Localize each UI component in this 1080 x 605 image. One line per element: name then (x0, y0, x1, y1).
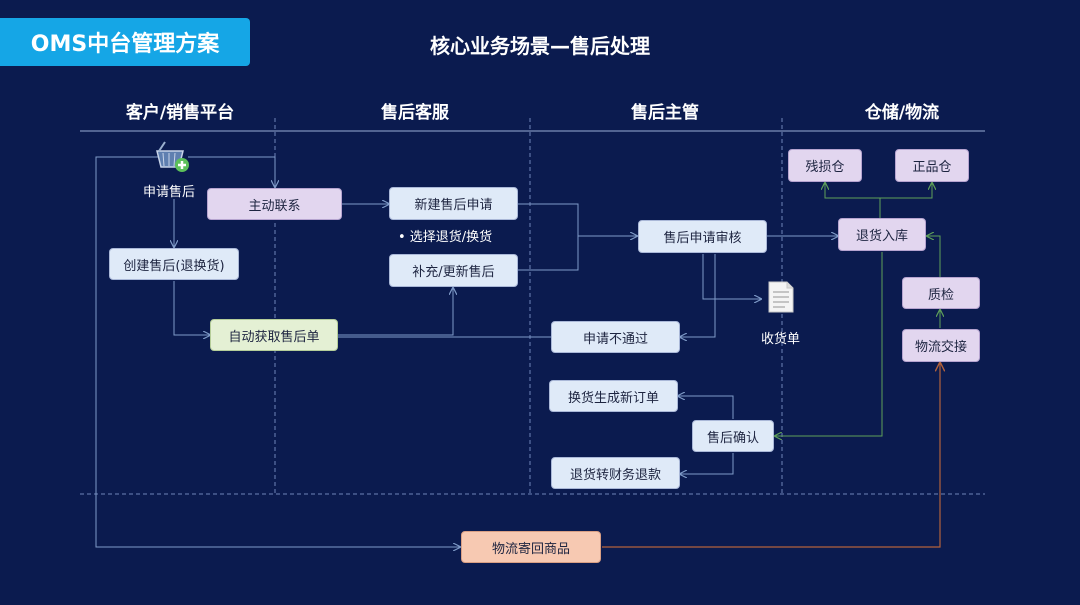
brand-badge: OMS中台管理方案 (0, 18, 250, 66)
arrow-qc-returnin (927, 236, 941, 277)
arrow-returnin-good (880, 183, 932, 199)
new-request-node: 新建售后申请 (389, 187, 518, 220)
receipt-label: 收货单 (761, 332, 801, 347)
arrow-apply-contact (188, 156, 275, 187)
ship-back-node: 物流寄回商品 (461, 531, 601, 563)
handover-node: 物流交接 (902, 329, 980, 362)
create-aftersale-node: 创建售后(退换货) (109, 248, 239, 280)
lane-header-customer: 客户/销售平台 (125, 103, 235, 123)
update-node: 补充/更新售后 (389, 254, 518, 287)
arrow-update-review (518, 236, 579, 271)
lane-header-supervisor: 售后主管 (631, 103, 699, 123)
refund-node: 退货转财务退款 (551, 457, 680, 489)
return-in-node: 退货入库 (838, 218, 926, 251)
qc-node: 质检 (902, 277, 980, 309)
rejected-node: 申请不通过 (551, 321, 680, 353)
confirm-node: 售后确认 (692, 420, 774, 452)
select-note: • 选择退货/换货 (398, 230, 493, 245)
exchange-order-node: 换货生成新订单 (549, 380, 678, 412)
arrow-confirm-exchange (678, 396, 734, 419)
arrow-create-autofetch (173, 281, 210, 335)
lane-header-service: 售后客服 (381, 103, 449, 123)
arrow-autofetch-update (338, 288, 453, 336)
review-node: 售后申请审核 (638, 220, 767, 253)
arrow-new-review (518, 203, 637, 236)
document-icon (765, 280, 797, 314)
arrow-returnin-confirm (775, 252, 883, 436)
good-warehouse-node: 正品仓 (895, 149, 969, 182)
lane-header-warehouse: 仓储/物流 (864, 103, 940, 123)
arrow-review-receipt (702, 254, 761, 299)
arrow-left-loop-shipback (95, 156, 460, 547)
page-title: 核心业务场景—售后处理 (430, 34, 650, 58)
auto-fetch-node: 自动获取售后单 (210, 319, 338, 351)
arrow-review-rejected (680, 254, 716, 337)
basket-icon (153, 139, 191, 175)
arrow-returnin-damaged (825, 183, 881, 218)
apply-label: 申请售后 (143, 185, 196, 200)
contact-node: 主动联系 (207, 188, 342, 220)
arrow-confirm-refund (680, 453, 734, 474)
arrow-shipback-handover (602, 363, 940, 548)
damaged-warehouse-node: 残损仓 (788, 149, 862, 182)
